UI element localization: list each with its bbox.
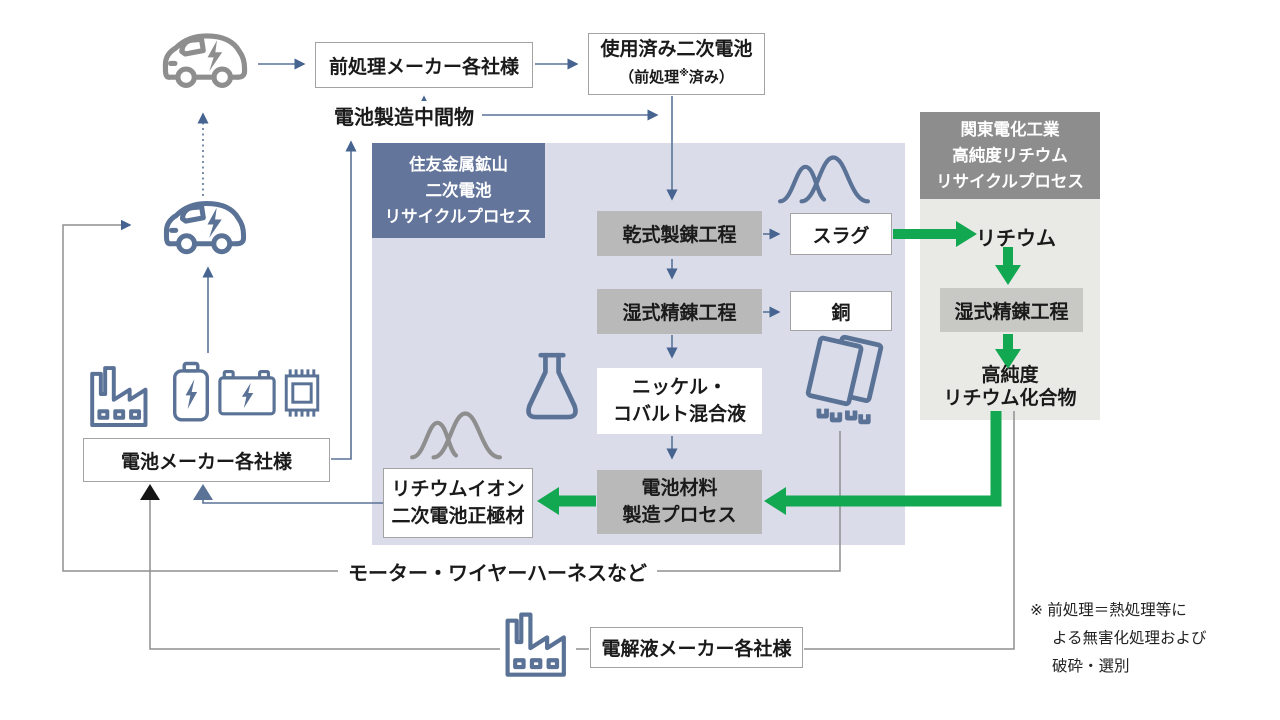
preprocess-makers-label: 前処理メーカー各社様 <box>328 56 519 78</box>
nickel-cobalt-box: ニッケル・ コバルト混合液 <box>597 368 762 434</box>
wet-refining-box-kanto: 湿式精錬工程 <box>940 288 1083 332</box>
used-battery-line2: （前処理※済み） <box>619 68 734 86</box>
distribution-curves-gray-icon <box>410 411 502 460</box>
used-battery-box: 使用済み二次電池 （前処理※済み） <box>588 33 765 95</box>
motors-wire-harness-label: モーター・ワイヤーハーネスなど <box>338 557 657 586</box>
sumitomo-header: 住友金属鉱山 二次電池 リサイクルプロセス <box>372 143 545 238</box>
footnote: ※ 前処理＝熱処理等に よる無害化処理および 破砕・選別 <box>1030 602 1207 675</box>
ev-car-end-of-life-icon <box>162 33 248 88</box>
dry-smelting-box: 乾式製錬工程 <box>597 211 762 256</box>
semiconductor-chip-icon <box>284 369 320 417</box>
electrolyte-makers-box: 電解液メーカー各社様 <box>590 627 803 668</box>
battery-plates-icon <box>805 334 884 425</box>
lithium-label: リチウム <box>976 228 1056 250</box>
ev-car-icon <box>163 201 247 255</box>
electrolyte-factory-icon <box>500 604 576 680</box>
used-battery-line1: 使用済み二次電池 <box>600 39 753 60</box>
arrowhead-into-battery-makers-black <box>140 484 160 500</box>
high-purity-lithium-label: 高純度 リチウム化合物 <box>943 365 1077 409</box>
preprocess-makers-box: 前処理メーカー各社様 <box>315 42 533 88</box>
arrowhead-into-battery-makers-blue <box>193 484 213 500</box>
cathode-material-box: リチウムイオン 二次電池正極材 <box>383 468 533 538</box>
slag-box: スラグ <box>790 213 892 255</box>
copper-box: 銅 <box>790 291 892 331</box>
chemical-flask-icon <box>526 352 578 420</box>
factory-icon <box>90 366 148 427</box>
car-battery-icon <box>218 369 276 416</box>
battery-cell-icon <box>173 361 209 422</box>
distribution-curves-blue-icon <box>778 155 870 204</box>
battery-material-box: 電池材料 製造プロセス <box>597 470 762 534</box>
kanto-header: 関東電化工業 高純度リチウム リサイクルプロセス <box>920 112 1100 199</box>
battery-makers-box: 電池メーカー各社様 <box>83 438 330 482</box>
wet-refining-box-sumitomo: 湿式精錬工程 <box>597 289 762 334</box>
battery-intermediates-label: 電池製造中間物 <box>330 101 478 130</box>
footnote-reference-mark: ※ <box>679 68 689 79</box>
